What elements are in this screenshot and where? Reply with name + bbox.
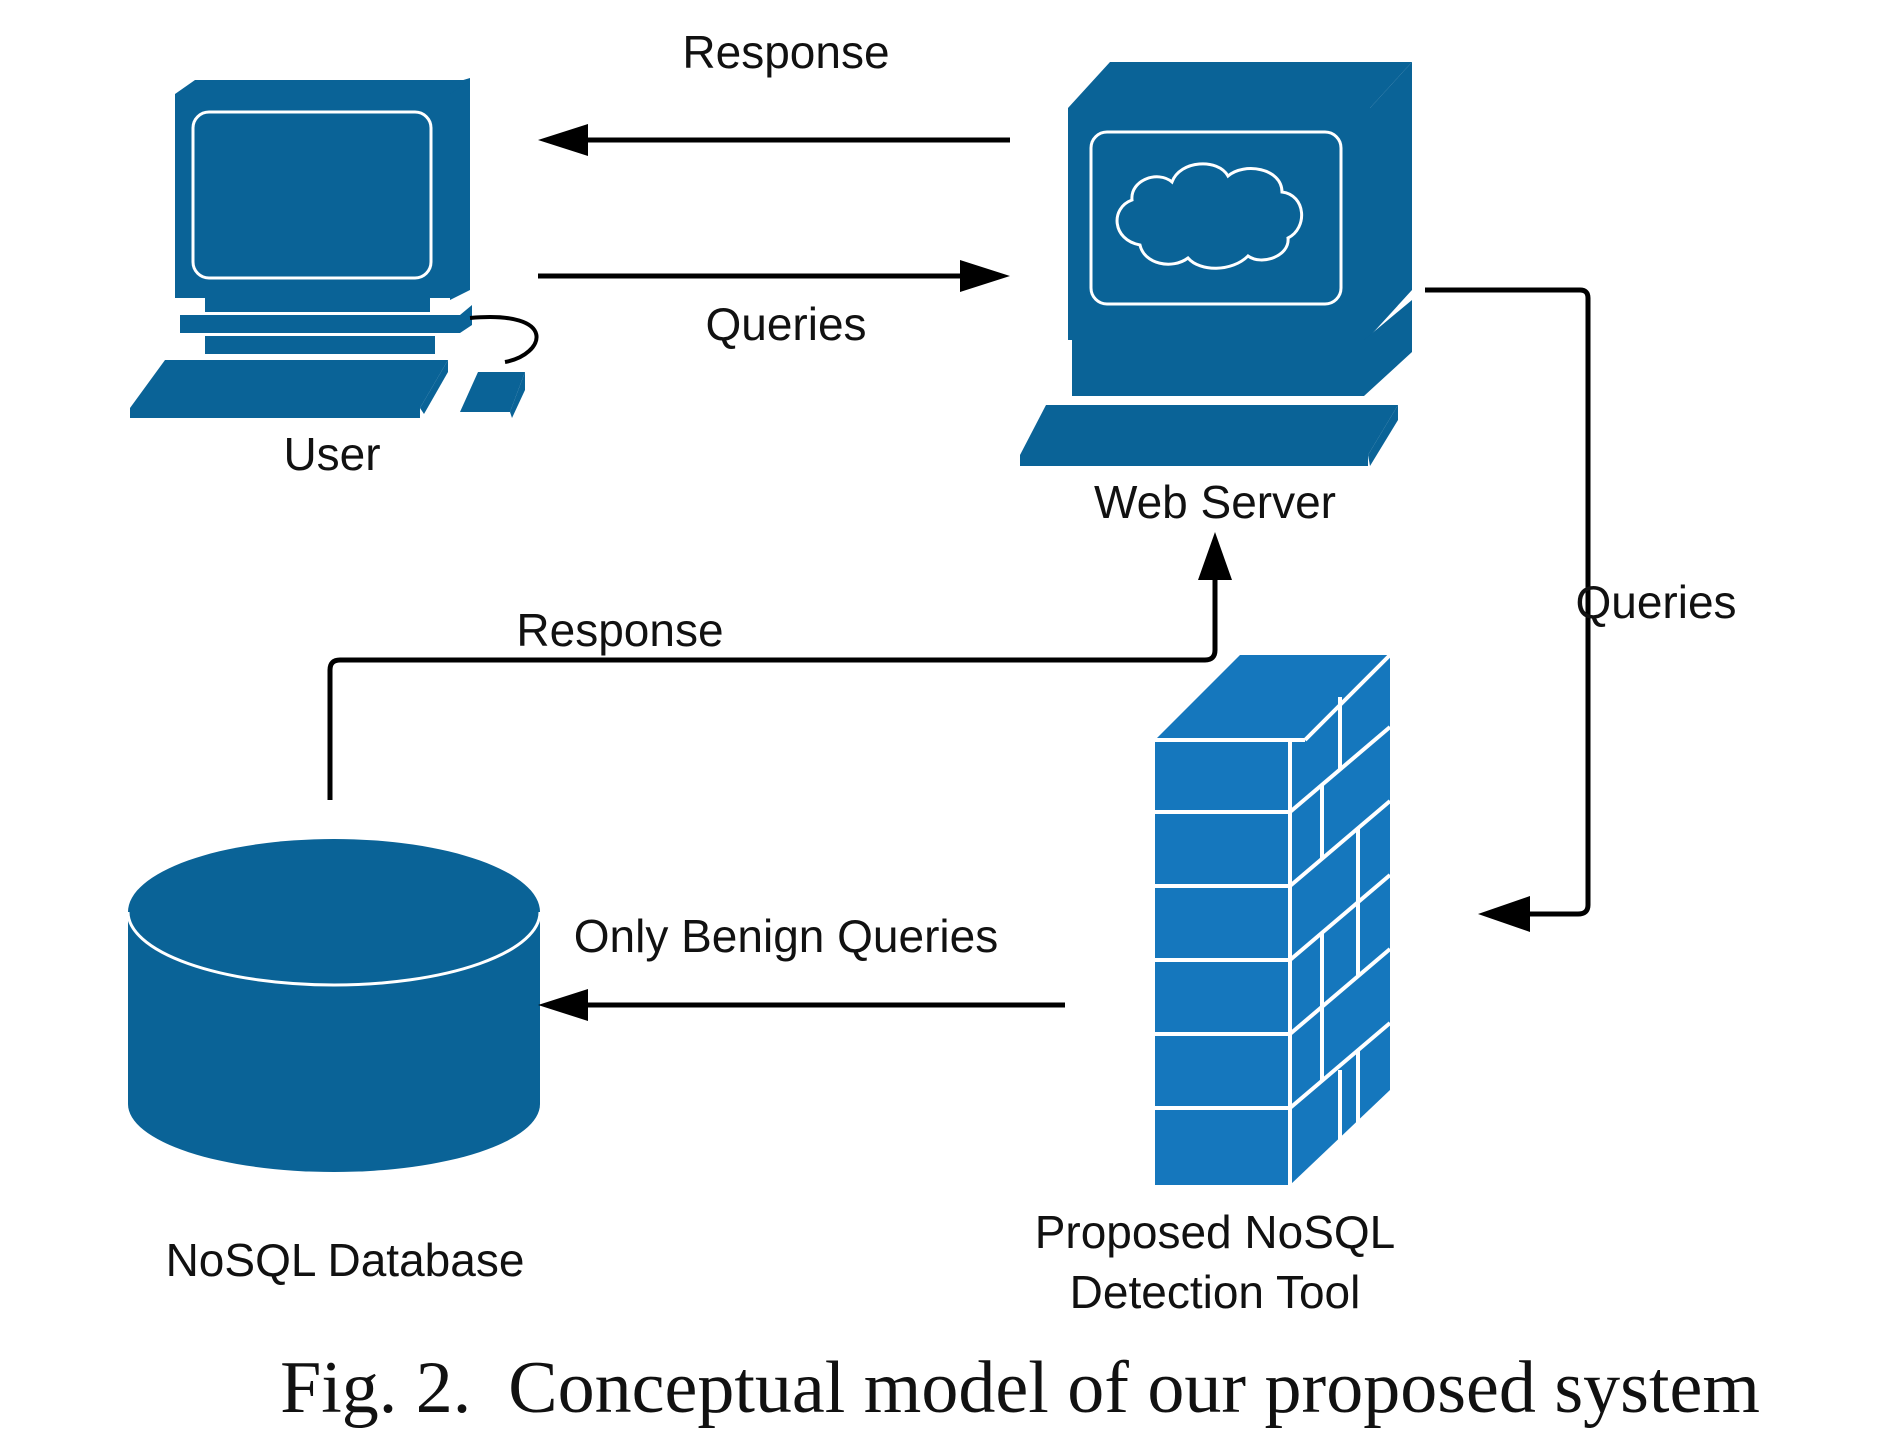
flow-server-to-tool xyxy=(1425,287,1591,932)
detection-tool-label-line2: Detection Tool xyxy=(1070,1266,1361,1318)
flow-server-to-user xyxy=(538,124,1010,156)
web-server-icon xyxy=(1020,62,1412,466)
queries-right-label: Queries xyxy=(1575,576,1736,628)
detection-tool-firewall-icon xyxy=(1155,653,1392,1185)
only-benign-queries-label: Only Benign Queries xyxy=(574,910,998,962)
detection-tool-label-line1: Proposed NoSQL xyxy=(1035,1206,1396,1258)
user-computer-icon xyxy=(130,78,539,418)
flow-user-to-server xyxy=(538,260,1010,292)
web-server-label: Web Server xyxy=(1094,476,1336,528)
flow-tool-to-database xyxy=(538,989,1065,1021)
figure-caption: Fig. 2. Conceptual model of our proposed… xyxy=(280,1347,1760,1429)
nosql-database-label: NoSQL Database xyxy=(166,1234,525,1286)
nosql-database-icon xyxy=(126,839,542,1172)
response-bottom-label: Response xyxy=(516,604,723,656)
user-label: User xyxy=(283,428,380,480)
queries-top-label: Queries xyxy=(705,298,866,350)
response-top-label: Response xyxy=(682,26,889,78)
flow-database-to-server xyxy=(327,532,1232,800)
